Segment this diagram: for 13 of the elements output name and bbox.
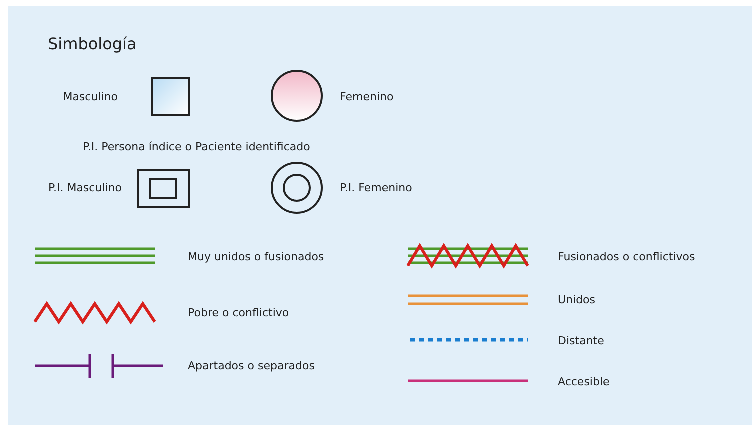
legend-label: P.I. Femenino (340, 182, 412, 194)
legend-label: Unidos (558, 294, 596, 306)
legend-label: Apartados o separados (188, 360, 315, 372)
legend-label: P.I. Masculino (48, 182, 122, 194)
note-text: P.I. Persona índice o Paciente identificado (83, 140, 310, 154)
legend-label: Masculino (63, 90, 118, 104)
legend-label: Distante (558, 334, 604, 348)
legend-label: Muy unidos o fusionados (188, 250, 324, 264)
legend-label: Femenino (340, 90, 394, 104)
legend-label: Fusionados o conflictivos (558, 250, 696, 264)
legend-label: Accesible (558, 376, 610, 388)
title: Simbología (48, 34, 137, 54)
legend-label: Pobre o conflictivo (188, 306, 290, 320)
